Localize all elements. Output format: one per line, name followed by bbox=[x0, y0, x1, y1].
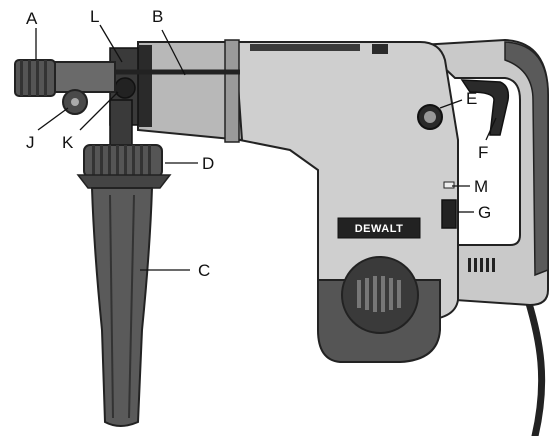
label-K: K bbox=[62, 133, 74, 152]
grille-slots bbox=[357, 276, 401, 312]
label-B: B bbox=[152, 7, 163, 26]
motor-vent-grille bbox=[341, 256, 419, 334]
side-handle-mount bbox=[109, 99, 133, 149]
clamp-knob bbox=[114, 77, 136, 99]
brand-text: DEWALT bbox=[355, 223, 404, 235]
grip-groove-left bbox=[109, 194, 114, 419]
indicator-light bbox=[443, 181, 455, 189]
mode-selector-center bbox=[71, 98, 79, 106]
gear-housing-band bbox=[224, 39, 240, 143]
collar-ribs bbox=[92, 145, 151, 177]
top-vent-slots bbox=[250, 44, 360, 51]
callout-leaders bbox=[35, 24, 497, 271]
rear-vent-slots bbox=[468, 258, 495, 272]
label-L: L bbox=[90, 7, 99, 26]
label-M: M bbox=[474, 177, 488, 196]
handle-grip-rubber bbox=[504, 41, 549, 277]
side-handle-grip bbox=[90, 187, 154, 427]
speed-button-cap bbox=[424, 111, 436, 123]
label-A: A bbox=[26, 9, 38, 28]
housing-clip bbox=[372, 44, 388, 54]
chuck-body bbox=[54, 61, 116, 93]
grip-groove-right bbox=[128, 194, 135, 419]
collar-ring bbox=[138, 45, 152, 127]
label-J: J bbox=[26, 133, 35, 152]
brand-plate bbox=[337, 217, 421, 239]
label-G: G bbox=[478, 203, 491, 222]
trigger-switch bbox=[460, 79, 510, 136]
chuck-ribs bbox=[20, 60, 47, 96]
lock-on-button bbox=[441, 199, 457, 229]
power-cord bbox=[524, 296, 546, 436]
label-E: E bbox=[466, 89, 477, 108]
label-D: D bbox=[202, 154, 214, 173]
label-C: C bbox=[198, 261, 210, 280]
label-F: F bbox=[478, 143, 488, 162]
collar-flange bbox=[76, 174, 172, 189]
